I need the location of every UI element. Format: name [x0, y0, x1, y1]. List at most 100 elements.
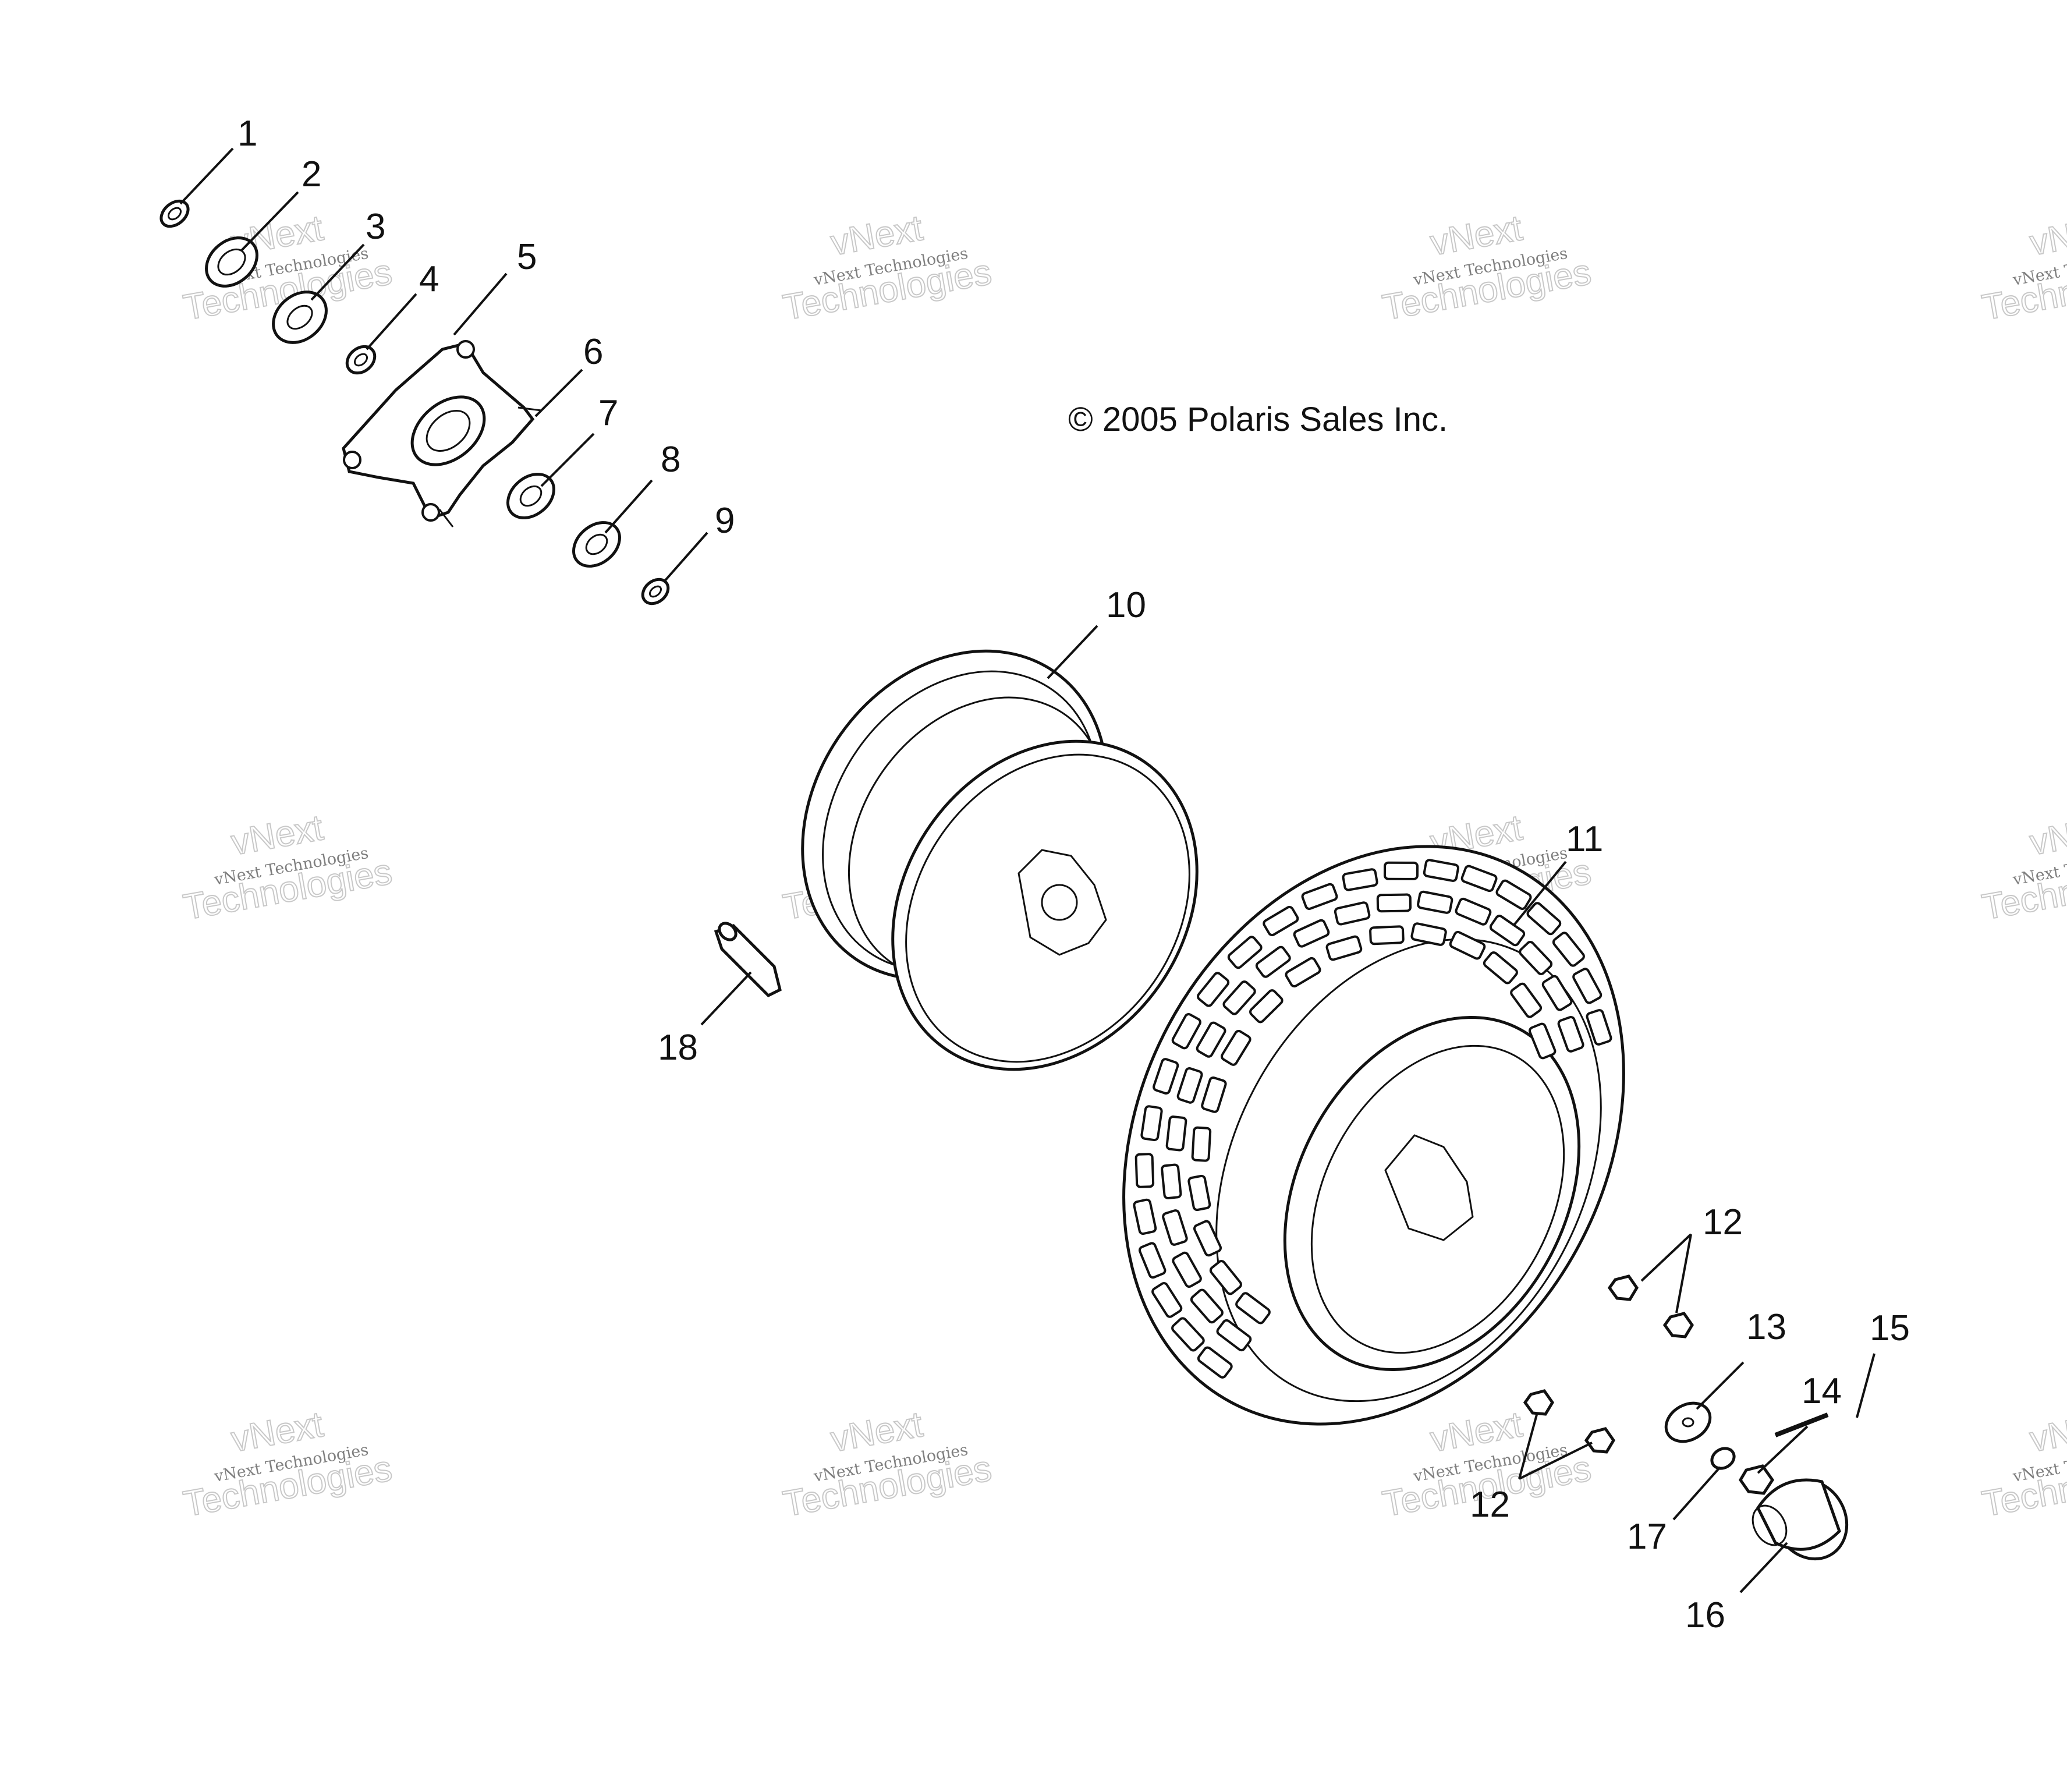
- tread-block-22: [1586, 1009, 1612, 1046]
- watermark-technologies: Technologies: [1979, 252, 2067, 328]
- tread-block-39: [1519, 941, 1553, 975]
- tread-block-53: [1410, 922, 1447, 946]
- part-12-nut-b: [1662, 1312, 1694, 1338]
- tread-block-6: [1134, 1153, 1155, 1188]
- part-11-tire: [1122, 845, 1625, 1426]
- tread-block-45: [1187, 1174, 1211, 1212]
- watermark-technologies: Technologies: [1979, 852, 2067, 928]
- tread-block-44: [1193, 1220, 1222, 1257]
- part-9-seal: [641, 578, 670, 605]
- callout-5: 5: [517, 237, 537, 277]
- part-2-seal: [205, 236, 258, 288]
- tread-block-11: [1227, 936, 1263, 969]
- tread-block-10: [1197, 972, 1230, 1007]
- callout-14: 14: [1802, 1371, 1842, 1411]
- tread-block-5: [1133, 1198, 1157, 1235]
- tread-block-48: [1221, 1029, 1251, 1066]
- tread-block-3: [1151, 1282, 1183, 1318]
- callout-8: 8: [661, 440, 680, 480]
- callout-18: 18: [658, 1028, 698, 1068]
- tread-block-33: [1293, 919, 1330, 948]
- tread-block-38: [1489, 915, 1526, 947]
- tread-block-15: [1383, 861, 1419, 880]
- tread-block-29: [1176, 1067, 1203, 1104]
- tread-block-23: [1216, 1319, 1252, 1352]
- tread-block-41: [1557, 1015, 1584, 1053]
- part-12-nut-a: [1607, 1274, 1639, 1301]
- callout-1: 1: [237, 114, 257, 154]
- callout-16: 16: [1685, 1595, 1725, 1635]
- tread-block-1: [1197, 1346, 1233, 1379]
- tread-block-20: [1552, 932, 1585, 967]
- callout-11: 11: [1566, 819, 1603, 859]
- callout-17: 17: [1627, 1517, 1667, 1557]
- callout-12-repeat: 12: [1470, 1485, 1510, 1525]
- tread-block-46: [1191, 1126, 1212, 1162]
- tread-block-31: [1222, 980, 1256, 1015]
- part-14-nut: [1739, 1464, 1775, 1495]
- part-17-washer: [1710, 1447, 1736, 1470]
- tread-block-8: [1153, 1058, 1179, 1095]
- tread-block-13: [1301, 883, 1338, 911]
- tread-block-54: [1449, 930, 1486, 960]
- part-1-seal: [159, 199, 190, 228]
- watermark-vnext: vNext: [2027, 208, 2067, 263]
- watermark-technologies: Technologies: [1979, 1449, 2067, 1525]
- tread-block-28: [1165, 1115, 1187, 1152]
- tread-block-30: [1196, 1021, 1226, 1058]
- tread-block-36: [1417, 890, 1453, 914]
- watermark-vnext: vNext: [2027, 808, 2067, 863]
- callout-10: 10: [1106, 585, 1146, 625]
- tire-tread-blocks: [1133, 859, 1612, 1379]
- part-13-washer: [1664, 1401, 1712, 1443]
- tread-block-34: [1334, 901, 1371, 926]
- part-4-spacer: [345, 345, 377, 375]
- tread-block-32: [1255, 945, 1291, 978]
- part-3-bearing: [272, 291, 328, 344]
- copyright-text: © 2005 Polaris Sales Inc.: [1068, 401, 1448, 438]
- tread-block-37: [1455, 897, 1492, 926]
- watermark-vnext: vNext: [2027, 1404, 2067, 1460]
- tread-block-24: [1190, 1288, 1224, 1324]
- callout-15: 15: [1870, 1308, 1910, 1348]
- callout-6: 6: [583, 332, 603, 372]
- tread-block-47: [1201, 1076, 1227, 1113]
- tread-block-14: [1342, 868, 1378, 891]
- tread-block-56: [1510, 982, 1543, 1018]
- callout-labels: 1 2 3 4 5 6 7 8 9 10 11 12 13 14 15 16 1…: [237, 114, 1910, 1635]
- tread-block-12: [1263, 905, 1299, 937]
- tread-block-51: [1325, 935, 1363, 961]
- callout-7: 7: [598, 393, 618, 433]
- tread-block-9: [1171, 1013, 1201, 1050]
- part-15-cotter-pin: [1774, 1412, 1829, 1437]
- tread-block-18: [1495, 879, 1532, 910]
- tread-block-26: [1162, 1209, 1188, 1246]
- part-5-hub: [342, 340, 542, 527]
- tread-block-57: [1529, 1022, 1557, 1060]
- tread-block-52: [1369, 925, 1405, 945]
- tread-block-43: [1209, 1260, 1242, 1295]
- tread-block-7: [1140, 1105, 1163, 1142]
- callout-4: 4: [419, 259, 439, 299]
- part-16-hub-cap: [1752, 1478, 1849, 1561]
- tread-block-19: [1526, 902, 1562, 936]
- tread-block-16: [1423, 859, 1459, 882]
- tread-block-40: [1541, 975, 1573, 1011]
- part-12-nut-c: [1523, 1389, 1554, 1416]
- tread-block-49: [1249, 989, 1284, 1024]
- tread-block-27: [1161, 1163, 1182, 1199]
- tread-block-4: [1138, 1242, 1167, 1279]
- callout-12: 12: [1703, 1202, 1743, 1242]
- tread-block-50: [1285, 957, 1321, 988]
- tread-block-2: [1171, 1317, 1205, 1352]
